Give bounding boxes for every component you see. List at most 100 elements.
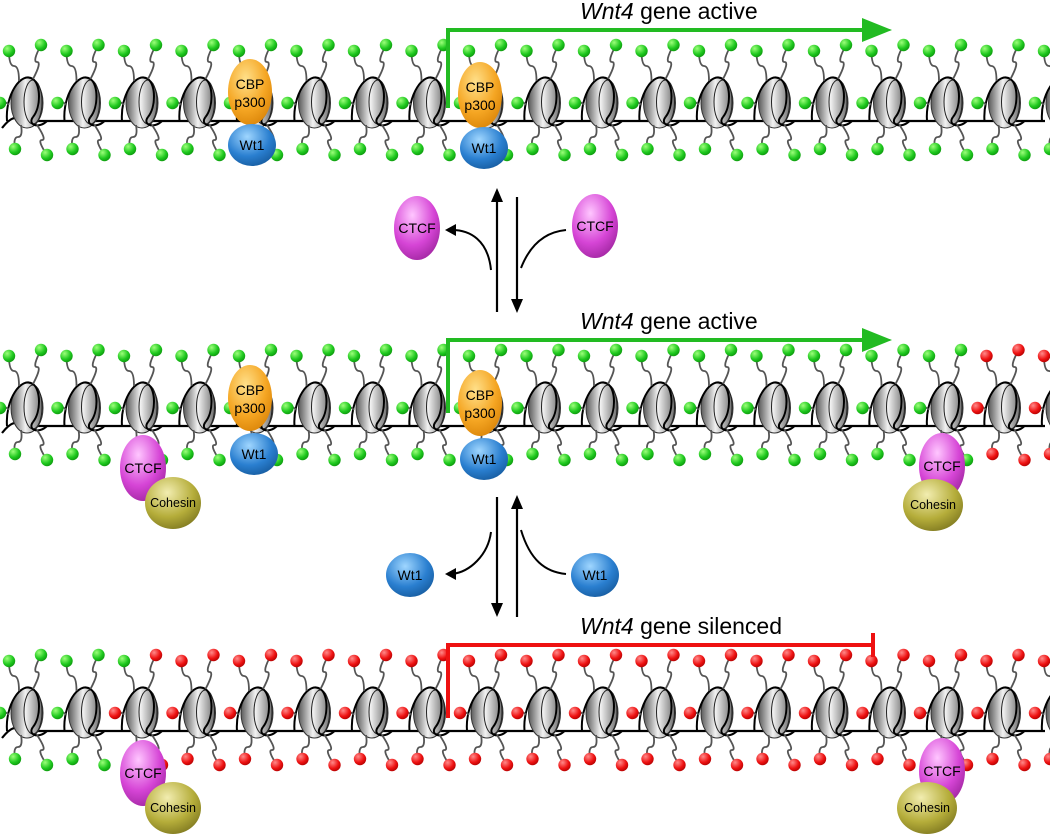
nucleosome: [338, 38, 399, 162]
active-histone-mark: [149, 343, 163, 357]
active-histone-mark: [807, 44, 821, 58]
active-histone-mark: [798, 96, 812, 110]
active-histone-mark: [353, 447, 367, 461]
active-histone-mark: [520, 349, 533, 363]
repressive-histone-mark: [1028, 706, 1042, 720]
nucleosome: [0, 343, 54, 467]
active-histone-mark: [692, 44, 706, 58]
nucleosome: [338, 343, 399, 467]
repressive-histone-mark: [149, 648, 163, 662]
active-histone-mark: [396, 401, 409, 415]
cohesin-label: Cohesin: [150, 801, 196, 815]
repressive-histone-mark: [980, 349, 993, 363]
active-histone-mark: [839, 38, 853, 52]
active-histone-mark: [667, 343, 680, 357]
nucleosome: [798, 38, 859, 162]
cohesin-label: Cohesin: [904, 801, 950, 815]
repressive-histone-mark: [641, 752, 654, 766]
nucleosome: [683, 648, 744, 772]
repressive-histone-mark: [108, 706, 122, 720]
repressive-histone-mark: [526, 752, 539, 766]
repressive-histone-mark: [673, 758, 686, 772]
active-histone-mark: [353, 142, 367, 156]
active-histone-mark: [756, 142, 769, 156]
active-histone-mark: [2, 44, 16, 58]
wt1-entering: Wt1: [571, 553, 619, 597]
repressive-histone-mark: [897, 648, 910, 662]
repressive-histone-mark: [385, 758, 399, 772]
repressive-histone-mark: [338, 706, 352, 720]
repressive-histone-mark: [798, 706, 812, 720]
active-histone-mark: [971, 96, 984, 110]
active-histone-mark: [181, 447, 194, 461]
nucleosome: [683, 343, 744, 467]
wt1-label: Wt1: [472, 451, 497, 467]
repressive-histone-mark: [954, 648, 968, 662]
active-histone-mark: [756, 447, 769, 461]
wt1-factor: Wt1: [230, 433, 278, 475]
nucleosome: [0, 38, 54, 162]
nucleosome: [338, 648, 399, 772]
nucleosome: [396, 648, 456, 772]
wt1-label: Wt1: [583, 567, 608, 583]
nucleosome: [166, 343, 226, 467]
active-histone-mark: [40, 453, 54, 467]
nucleosome: [856, 343, 916, 467]
nucleosome: [453, 648, 514, 772]
nucleosome: [281, 343, 341, 467]
repressive-histone-mark: [1043, 447, 1050, 461]
active-histone-mark: [673, 453, 686, 467]
cbp-p300-factor: CBP p300: [228, 59, 272, 125]
active-histone-mark: [673, 148, 686, 162]
active-histone-mark: [98, 148, 111, 162]
panel-bottom: Wnt4 gene silenced CTCF Cohesin CTCF Coh…: [0, 613, 1050, 834]
repressive-histone-mark: [683, 706, 697, 720]
nucleosome: [971, 38, 1031, 162]
wt1-label: Wt1: [398, 567, 423, 583]
nucleosome: [281, 648, 341, 772]
active-histone-mark: [865, 349, 878, 363]
wnt4-silenced-bar: [446, 633, 875, 718]
gene-name: Wnt4: [580, 0, 634, 24]
active-histone-mark: [462, 349, 476, 363]
active-histone-mark: [66, 752, 79, 766]
active-histone-mark: [782, 38, 795, 52]
active-histone-mark: [117, 349, 131, 363]
repressive-histone-mark: [296, 752, 309, 766]
active-histone-mark: [788, 148, 801, 162]
p300-label: p300: [234, 400, 265, 416]
repressive-histone-mark: [986, 752, 999, 766]
nucleosome: [971, 648, 1031, 772]
nucleosome: [741, 343, 801, 467]
active-histone-mark: [609, 38, 623, 52]
repressive-histone-mark: [379, 648, 393, 662]
active-histone-mark: [385, 148, 399, 162]
active-histone-mark: [583, 447, 597, 461]
active-histone-mark: [897, 343, 910, 357]
cohesin-factor: Cohesin: [145, 477, 201, 529]
active-histone-mark: [443, 148, 456, 162]
repressive-histone-mark: [971, 401, 984, 415]
active-histone-mark: [322, 38, 335, 52]
active-histone-mark: [290, 44, 303, 58]
active-histone-mark: [871, 447, 884, 461]
repressive-histone-mark: [181, 752, 194, 766]
gene-status: gene active: [634, 0, 758, 24]
repressive-histone-mark: [411, 752, 424, 766]
active-histone-mark: [322, 343, 335, 357]
active-histone-mark: [856, 96, 869, 110]
nucleosome: [1028, 44, 1050, 156]
nucleosome: [798, 343, 859, 467]
active-histone-mark: [8, 447, 22, 461]
repressive-histone-mark: [845, 758, 859, 772]
repressive-histone-mark: [788, 758, 801, 772]
active-histone-mark: [724, 343, 738, 357]
ctcf-leaving: CTCF: [394, 196, 440, 260]
nucleosome: [166, 648, 226, 772]
repressive-histone-mark: [468, 752, 482, 766]
wt1-factor: Wt1: [228, 124, 276, 166]
active-histone-mark: [635, 349, 648, 363]
active-histone-mark: [51, 706, 64, 720]
repressive-histone-mark: [223, 706, 237, 720]
